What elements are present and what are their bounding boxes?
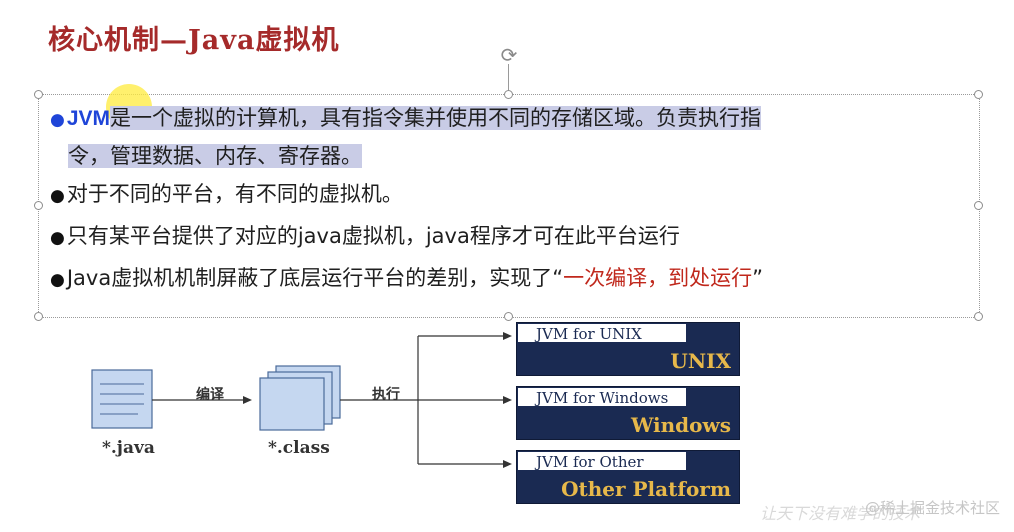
slide-title: 核心机制—Java虚拟机	[48, 25, 340, 56]
bullet-platform[interactable]: ●对于不同的平台，有不同的虚拟机。	[50, 174, 970, 216]
bullet-dot-icon: ●	[50, 186, 65, 206]
selected-text-line2[interactable]: 令，管理数据、内存、寄存器。	[68, 144, 362, 168]
bullet-dot-icon: ●	[50, 110, 65, 130]
signature-watermark: 让天下没有难学的技术	[760, 504, 921, 523]
bullet-jvm-cont[interactable]: 令，管理数据、内存、寄存器。	[50, 138, 970, 174]
jvm-os-label: UNIX	[670, 349, 731, 373]
rotate-handle-line	[508, 64, 509, 94]
java-file-icon	[91, 369, 153, 429]
resize-handle-tl[interactable]	[34, 90, 43, 99]
jvm-box-other: JVM for Other Other Platform	[516, 450, 740, 504]
jvm-os-label: Other Platform	[561, 477, 731, 501]
jvm-os-label: Windows	[630, 413, 731, 437]
bullet-quote: 一次编译，到处运行	[563, 266, 753, 290]
bullet-text: 只有某平台提供了对应的java虚拟机，java程序才可在此平台运行	[66, 224, 680, 248]
java-file-label: *.java	[102, 438, 155, 458]
rotate-icon[interactable]: ⟳	[500, 43, 518, 67]
bullet-jvm[interactable]: ●JVM是一个虚拟的计算机，具有指令集并使用不同的存储区域。负责执行指	[50, 100, 970, 138]
bullet-text: 对于不同的平台，有不同的虚拟机。	[66, 182, 403, 206]
execute-label: 执行	[372, 387, 400, 403]
jvm-tab-label: JVM for Windows	[517, 387, 687, 407]
class-file-label: *.class	[268, 438, 330, 458]
bullet-text: Java虚拟机机制屏蔽了底层运行平台的差别，实现了“	[66, 266, 564, 290]
jvm-box-unix: JVM for UNIX UNIX	[516, 322, 740, 376]
class-files-icon	[259, 365, 341, 431]
resize-handle-bl[interactable]	[34, 312, 43, 321]
bullet-list: ●JVM是一个虚拟的计算机，具有指令集并使用不同的存储区域。负责执行指 令，管理…	[50, 100, 970, 300]
selected-text-line1[interactable]: 是一个虚拟的计算机，具有指令集并使用不同的存储区域。负责执行指	[110, 106, 762, 130]
jvm-tab-label: JVM for UNIX	[517, 323, 687, 343]
compile-label: 编译	[196, 387, 224, 403]
resize-handle-br[interactable]	[974, 312, 983, 321]
resize-handle-ml[interactable]	[34, 201, 43, 210]
site-watermark: @稀土掘金技术社区	[864, 499, 1000, 517]
bullet-write-once[interactable]: ●Java虚拟机机制屏蔽了底层运行平台的差别，实现了“一次编译，到处运行”	[50, 258, 970, 300]
resize-handle-mr[interactable]	[974, 201, 983, 210]
resize-handle-tr[interactable]	[974, 90, 983, 99]
bullet-text-end: ”	[752, 266, 763, 290]
bullet-dot-icon: ●	[50, 228, 65, 248]
jvm-box-windows: JVM for Windows Windows	[516, 386, 740, 440]
bullet-dot-icon: ●	[50, 270, 65, 290]
bullet-runtime[interactable]: ●只有某平台提供了对应的java虚拟机，java程序才可在此平台运行	[50, 216, 970, 258]
resize-handle-bm[interactable]	[504, 312, 513, 321]
jvm-tab-label: JVM for Other	[517, 451, 687, 471]
jvm-term: JVM	[66, 107, 111, 130]
resize-handle-tm[interactable]	[504, 90, 513, 99]
